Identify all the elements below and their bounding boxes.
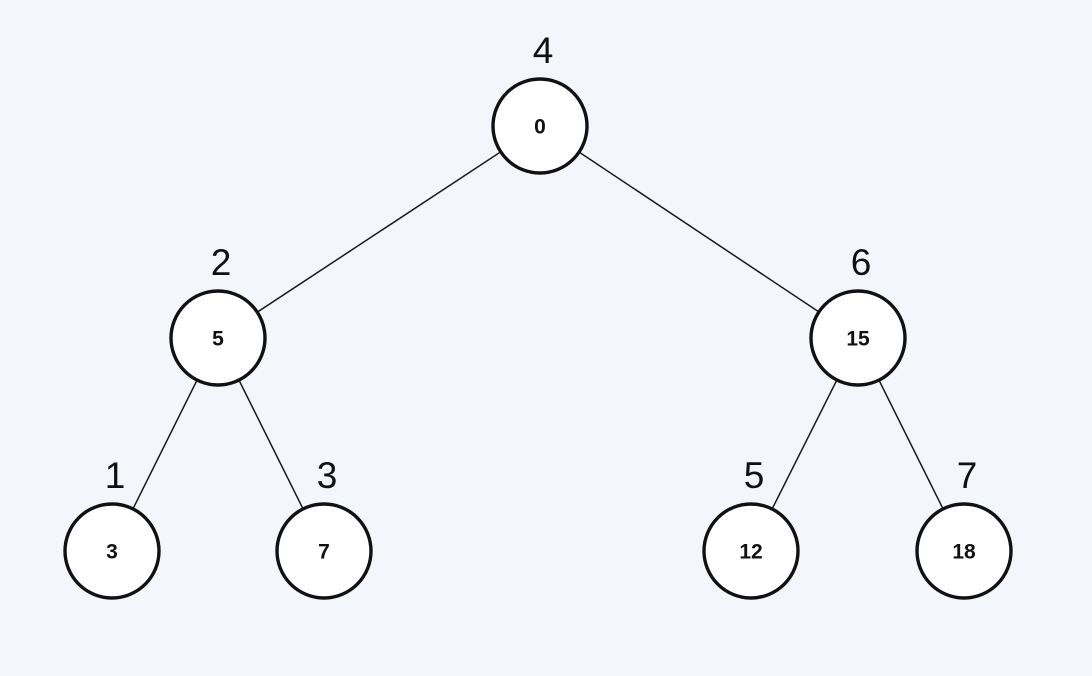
node-index-label: 4 <box>533 30 554 71</box>
node-index-label: 2 <box>211 242 232 283</box>
node-index-label: 5 <box>744 455 765 496</box>
node-index-label: 7 <box>957 455 978 496</box>
node-circle <box>915 502 1013 600</box>
node-index-label: 6 <box>851 242 872 283</box>
node-circle <box>702 502 800 600</box>
node-value: 15 <box>846 327 870 350</box>
tree-node-rl: 12 5 <box>702 455 800 600</box>
node-index-label: 3 <box>317 455 338 496</box>
node-value: 12 <box>739 540 762 563</box>
tree-edge-root-r <box>539 125 859 339</box>
node-circle <box>491 77 589 175</box>
node-value: 0 <box>534 115 546 138</box>
tree-node-ll: 31 <box>63 455 161 600</box>
node-circle <box>63 502 161 600</box>
tree-node-r: 15 6 <box>809 242 907 387</box>
node-circle <box>275 502 373 600</box>
node-circle <box>169 289 267 387</box>
node-value: 5 <box>212 327 224 350</box>
node-circle <box>809 289 907 387</box>
node-value: 7 <box>318 540 330 563</box>
node-value: 18 <box>952 540 976 563</box>
node-index-label: 1 <box>105 455 126 496</box>
tree-edge-root-l <box>217 125 541 339</box>
node-value: 3 <box>106 540 118 563</box>
tree-node-l: 52 <box>169 242 267 387</box>
tree-node-rr: 18 7 <box>915 455 1013 600</box>
tree-node-lr: 73 <box>275 455 373 600</box>
tree-node-root: 04 <box>491 30 589 175</box>
